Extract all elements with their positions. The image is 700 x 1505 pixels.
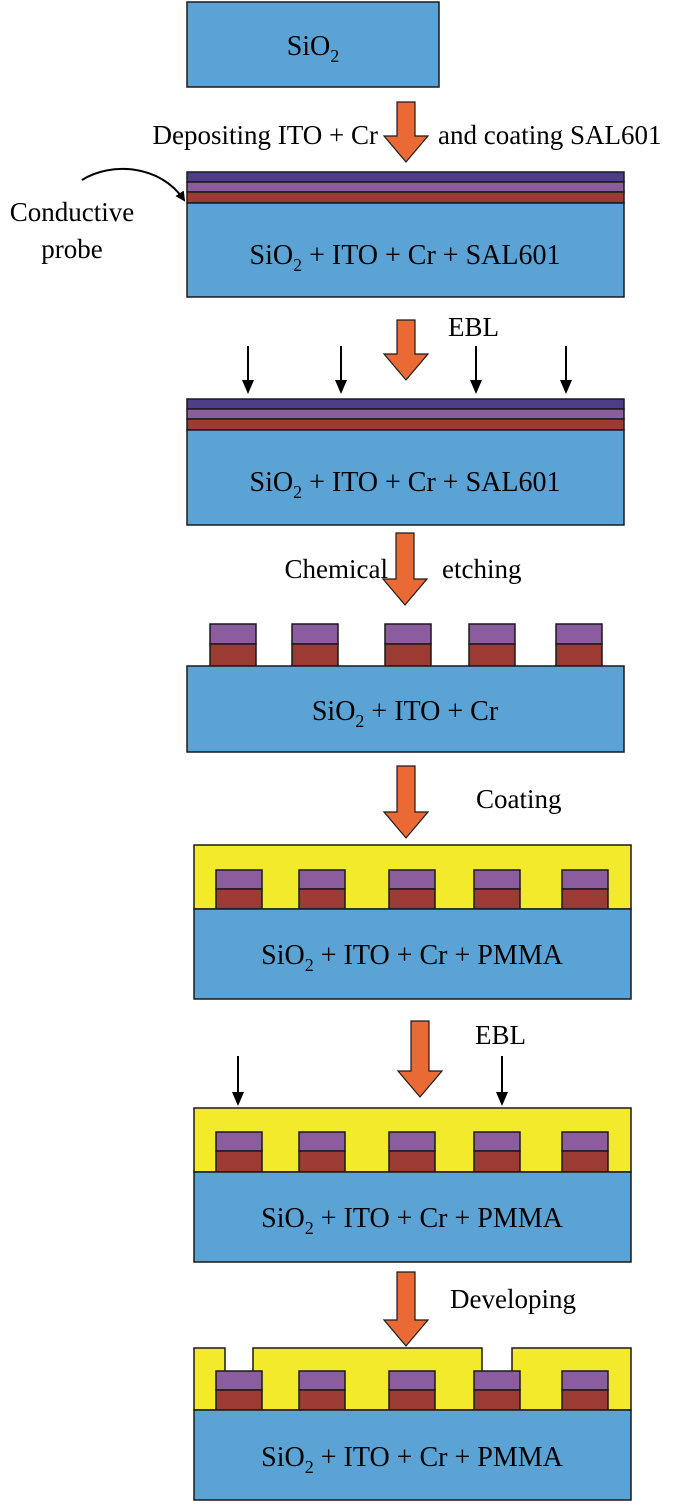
stage-4: SiO2 + ITO + Cr bbox=[186, 623, 625, 753]
process-arrow-icon bbox=[382, 765, 430, 839]
pillar bbox=[561, 1131, 609, 1173]
sio2-substrate bbox=[186, 1, 440, 88]
ebeam-arrow-icon bbox=[470, 346, 482, 394]
probe-label-line1: Conductive bbox=[10, 197, 134, 227]
process-arrow-icon bbox=[381, 532, 429, 606]
ebeam-arrows bbox=[232, 1056, 508, 1106]
ebeam-arrow-icon bbox=[496, 1056, 508, 1106]
pillar bbox=[555, 623, 603, 667]
process-arrow-icon bbox=[382, 319, 430, 381]
step-4-label: Coating bbox=[476, 784, 562, 814]
process-arrow-icon bbox=[382, 1271, 430, 1347]
substrate bbox=[186, 202, 625, 298]
pillar bbox=[388, 1370, 436, 1411]
step-6: Developing bbox=[382, 1271, 576, 1347]
substrate bbox=[193, 908, 632, 1000]
pillar bbox=[473, 1370, 521, 1411]
stage-1-label: SiO2 bbox=[287, 31, 340, 66]
pillar bbox=[473, 869, 521, 910]
pmma-segment bbox=[252, 1347, 483, 1411]
stage-7-label: SiO2 + ITO + Cr + PMMA bbox=[261, 1442, 563, 1477]
stage-2: SiO2 + ITO + Cr + SAL601 Conductive prob… bbox=[10, 167, 625, 298]
substrate bbox=[186, 429, 625, 526]
ebeam-arrow-icon bbox=[232, 1056, 244, 1106]
cr-layer bbox=[186, 191, 625, 204]
step-2: EBL bbox=[242, 312, 572, 394]
stage-4-label: SiO2 + ITO + Cr bbox=[312, 696, 499, 731]
pillar bbox=[298, 869, 346, 910]
process-arrow-icon bbox=[382, 101, 430, 163]
pillar bbox=[215, 1370, 263, 1411]
pillar bbox=[468, 623, 516, 667]
step-3: Chemical etching bbox=[285, 532, 521, 606]
stage-6-label: SiO2 + ITO + Cr + PMMA bbox=[261, 1203, 563, 1238]
cr-ito-pillars bbox=[209, 623, 603, 667]
process-arrow-icon bbox=[396, 1020, 444, 1098]
pillar bbox=[384, 623, 432, 667]
resist-top-layer bbox=[186, 398, 625, 410]
stage-3-label: SiO2 + ITO + Cr + SAL601 bbox=[250, 467, 561, 502]
pillar bbox=[561, 869, 609, 910]
curved-probe-arrow-icon bbox=[81, 167, 186, 202]
ebeam-arrow-icon bbox=[560, 346, 572, 394]
step-3-right-label: etching bbox=[442, 554, 521, 584]
step-4: Coating bbox=[382, 765, 562, 839]
substrate bbox=[193, 1171, 632, 1263]
stage-7: SiO2 + ITO + Cr + PMMA bbox=[193, 1347, 632, 1501]
stage-5: SiO2 + ITO + Cr + PMMA bbox=[193, 844, 632, 1000]
stage-1: SiO2 bbox=[186, 1, 440, 88]
pillar bbox=[473, 1131, 521, 1173]
pillar bbox=[209, 623, 257, 667]
pillar bbox=[215, 1131, 263, 1173]
pillar bbox=[561, 1370, 609, 1411]
substrate bbox=[193, 1409, 632, 1501]
cr-layer bbox=[186, 418, 625, 431]
step-3-left-label: Chemical bbox=[285, 554, 388, 584]
resist-mid-layer bbox=[186, 181, 625, 193]
ebeam-arrow-icon bbox=[335, 346, 347, 394]
pillar bbox=[215, 869, 263, 910]
stage-2-label: SiO2 + ITO + Cr + SAL601 bbox=[250, 240, 561, 275]
pillar bbox=[388, 869, 436, 910]
step-6-label: Developing bbox=[450, 1284, 576, 1314]
pillar bbox=[388, 1131, 436, 1173]
cr-ito-pillars bbox=[215, 1131, 609, 1173]
step-1-left-label: Depositing ITO + Cr bbox=[153, 120, 378, 150]
step-1-right-label: and coating SAL601 bbox=[438, 120, 661, 150]
cr-ito-pillars bbox=[215, 869, 609, 910]
resist-mid-layer bbox=[186, 408, 625, 420]
step-1: Depositing ITO + Cr and coating SAL601 bbox=[153, 101, 661, 163]
ebeam-arrows bbox=[242, 346, 572, 394]
ebeam-arrow-icon bbox=[242, 346, 254, 394]
substrate bbox=[186, 665, 625, 753]
stage-3: SiO2 + ITO + Cr + SAL601 bbox=[186, 398, 625, 526]
cr-ito-pillars bbox=[215, 1370, 609, 1411]
probe-label-line2: probe bbox=[41, 234, 102, 264]
stage-5-label: SiO2 + ITO + Cr + PMMA bbox=[261, 940, 563, 975]
resist-top-layer bbox=[186, 171, 625, 183]
stage-6: SiO2 + ITO + Cr + PMMA bbox=[193, 1107, 632, 1263]
pillar bbox=[291, 623, 339, 667]
step-2-label: EBL bbox=[448, 312, 499, 342]
pillar bbox=[298, 1370, 346, 1411]
step-5-label: EBL bbox=[475, 1020, 526, 1050]
pillar bbox=[298, 1131, 346, 1173]
step-5: EBL bbox=[232, 1020, 526, 1106]
